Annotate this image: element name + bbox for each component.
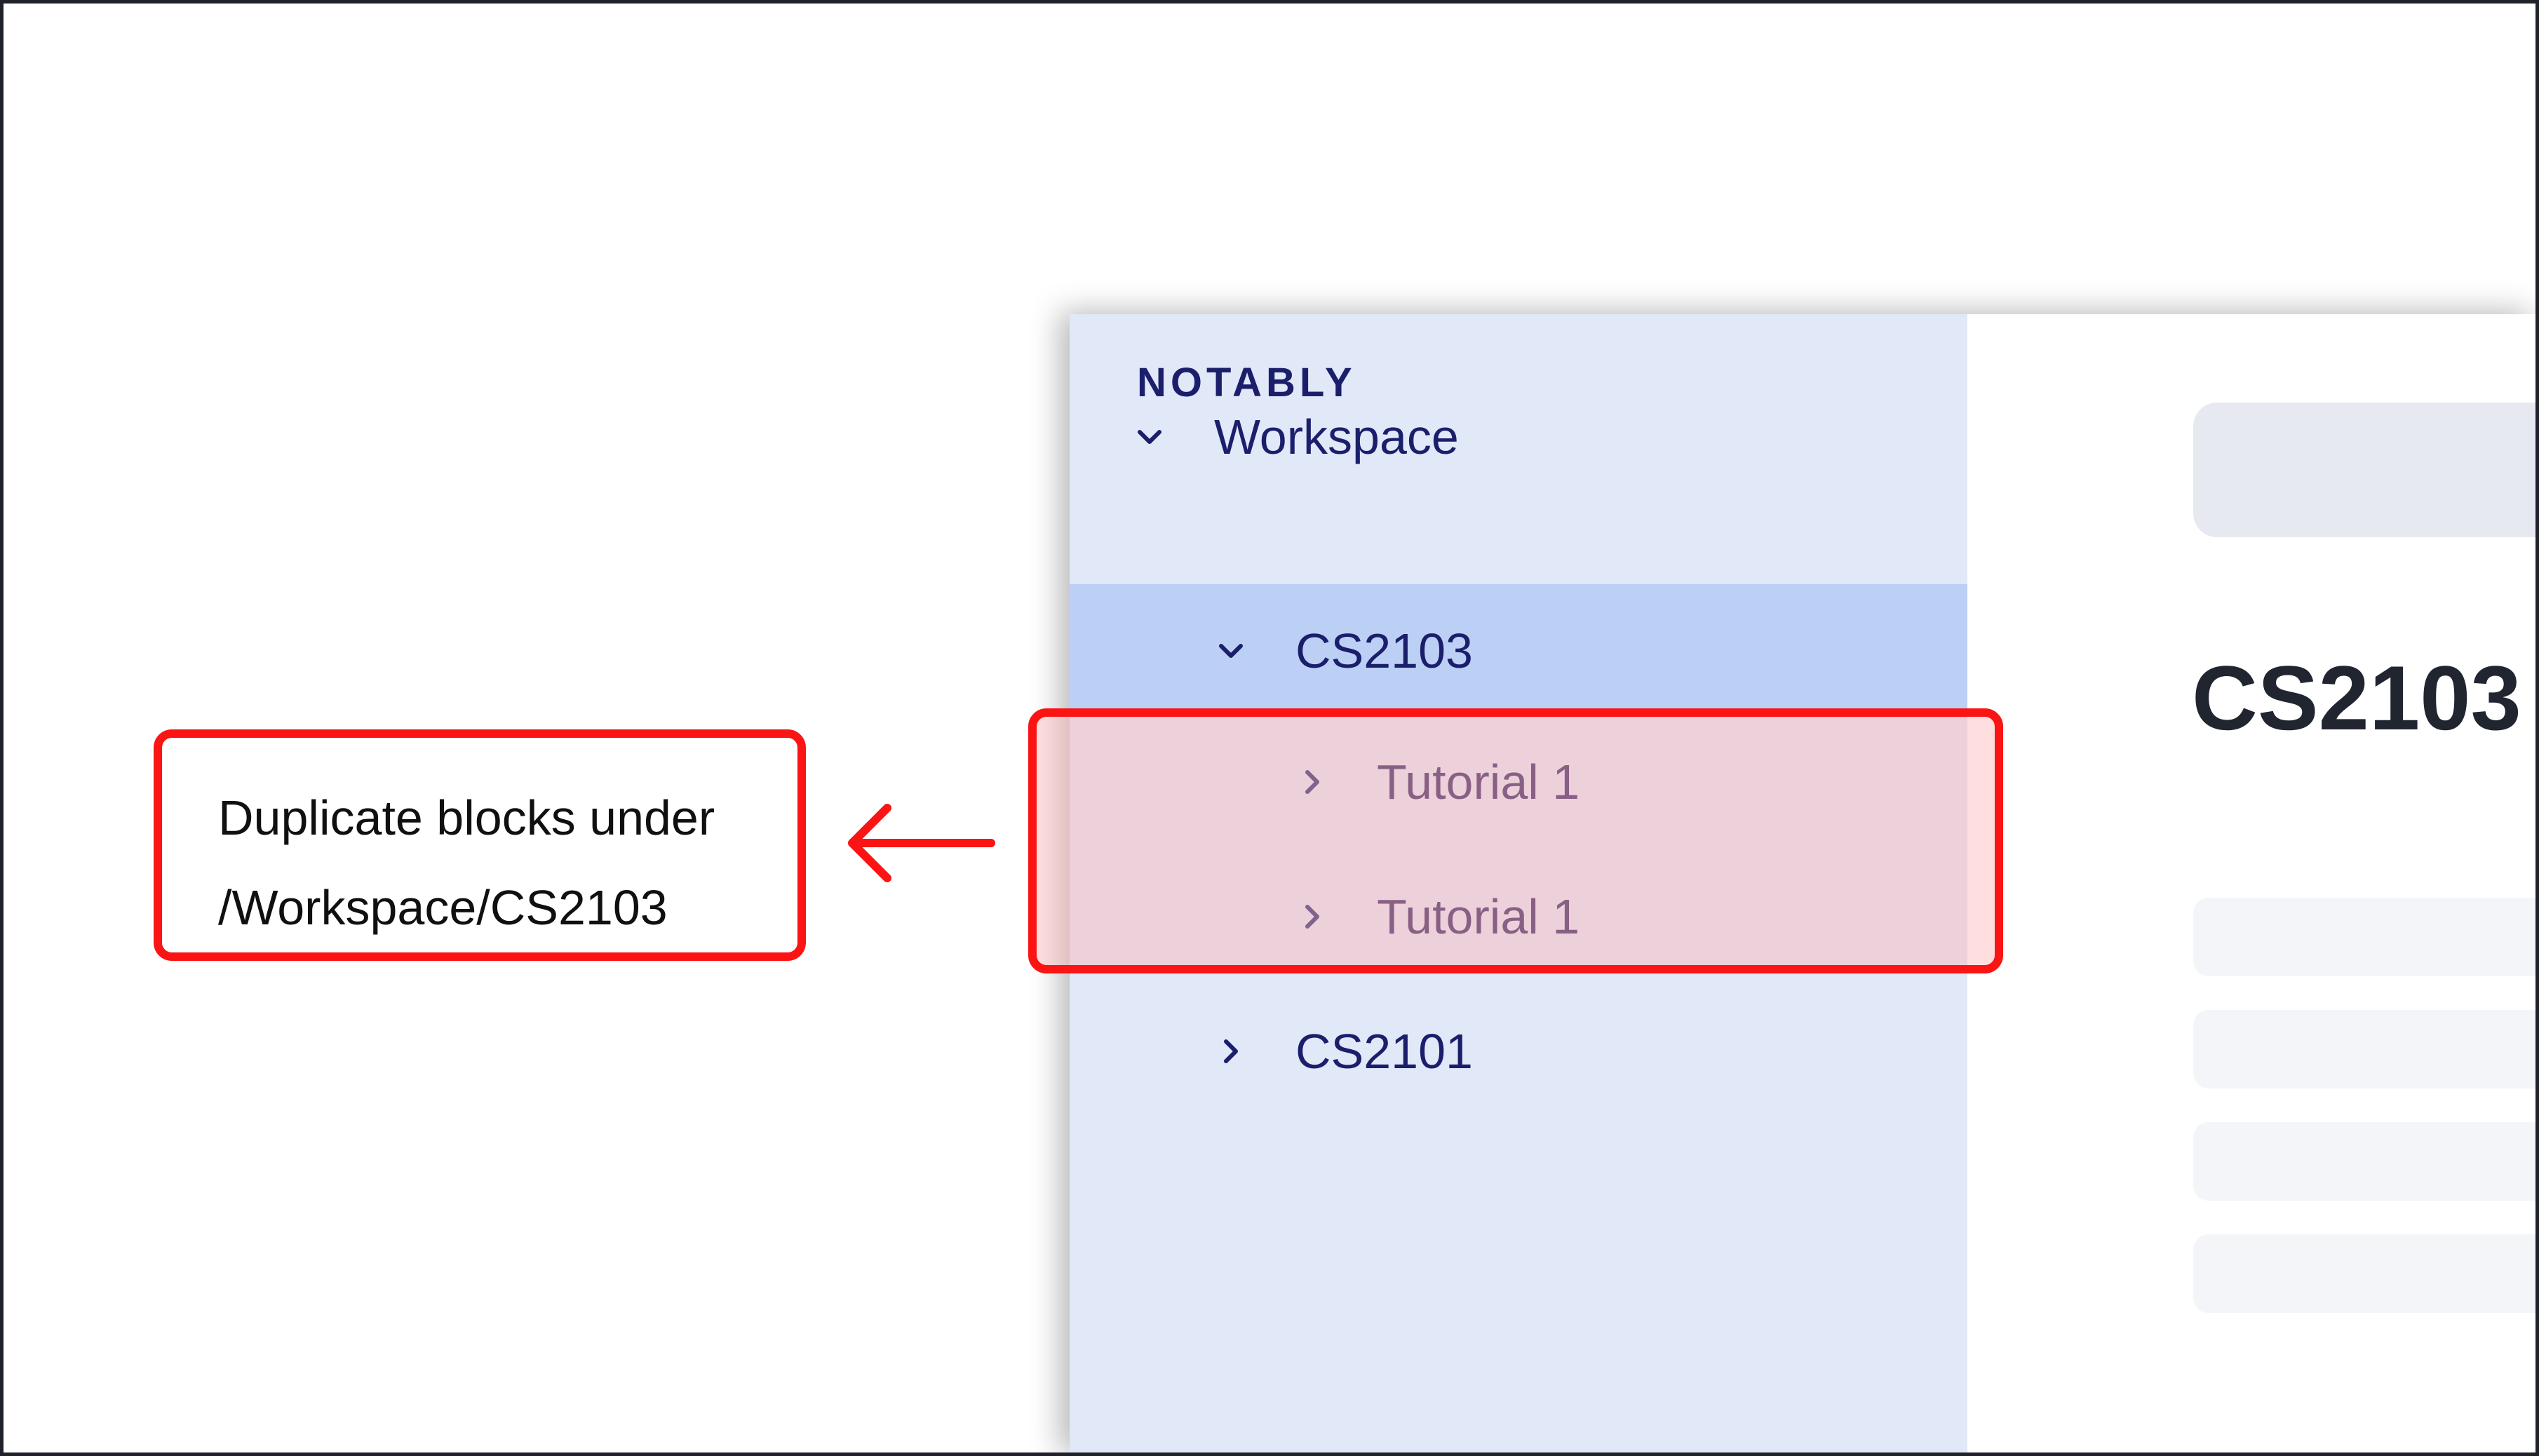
sidebar-item-cs2101[interactable]: CS2101 (1070, 985, 1967, 1118)
page-title: CS2103 (2192, 647, 2521, 749)
sidebar: NOTABLY Workspace CS2103 Tutorial 1 (1070, 314, 1967, 1456)
annotation-line-2: /Workspace/CS2103 (218, 880, 668, 935)
chevron-right-icon[interactable] (1295, 900, 1329, 933)
annotation-line-1: Duplicate blocks under (218, 790, 715, 845)
sidebar-item-label: Tutorial 1 (1377, 889, 1580, 944)
sidebar-item-label: CS2103 (1295, 623, 1473, 678)
chevron-down-icon[interactable] (1133, 420, 1166, 454)
content-block-placeholder[interactable] (2193, 1234, 2539, 1313)
chevron-down-icon[interactable] (1214, 634, 1248, 668)
sidebar-item-workspace[interactable]: Workspace (1070, 370, 1967, 504)
app-window: NOTABLY Workspace CS2103 Tutorial 1 (1070, 314, 2539, 1456)
duplicate-highlight-box (1028, 708, 2003, 973)
sidebar-item-label: Workspace (1214, 410, 1459, 464)
sidebar-item-cs2103[interactable]: CS2103 (1070, 584, 1967, 717)
app-brand: NOTABLY (1137, 360, 1356, 405)
main-pane: CS2103 (1967, 314, 2539, 1456)
title-input-placeholder[interactable] (2193, 403, 2539, 537)
annotation-text: Duplicate blocks under /Workspace/CS2103 (218, 773, 715, 952)
sidebar-item-label: Tutorial 1 (1377, 755, 1580, 809)
sidebar-item-tutorial-1-duplicate[interactable]: Tutorial 1 (1070, 850, 1967, 983)
chevron-right-icon[interactable] (1214, 1034, 1248, 1068)
arrow-left-icon (848, 804, 995, 882)
content-block-placeholder[interactable] (2193, 1122, 2539, 1201)
content-block-placeholder[interactable] (2193, 1010, 2539, 1088)
annotation-callout: Duplicate blocks under /Workspace/CS2103 (154, 729, 806, 961)
chevron-right-icon[interactable] (1295, 765, 1329, 799)
sidebar-item-tutorial-1[interactable]: Tutorial 1 (1070, 715, 1967, 849)
content-block-placeholder[interactable] (2193, 898, 2539, 976)
sidebar-item-label: CS2101 (1295, 1024, 1473, 1079)
